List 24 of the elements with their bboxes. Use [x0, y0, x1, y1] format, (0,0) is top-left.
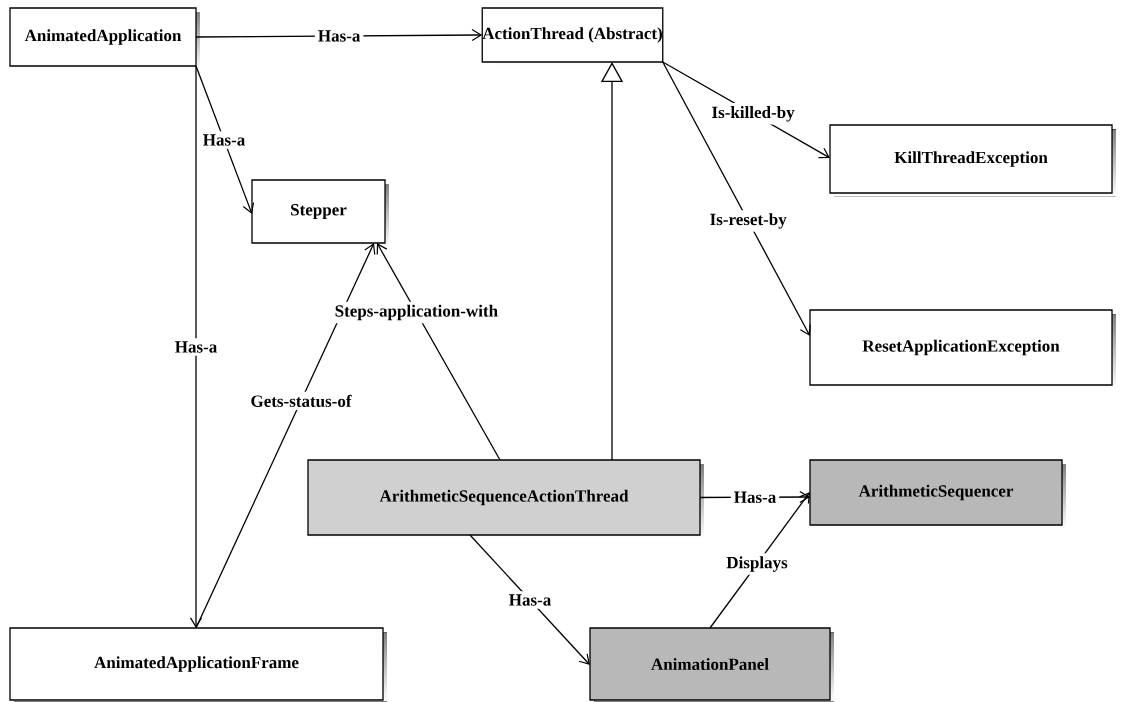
class-box: AnimatedApplication — [9, 7, 200, 70]
arrow — [376, 243, 501, 461]
edge-label: Is-killed-by — [708, 103, 798, 125]
edge-label: Steps-application-with — [331, 301, 502, 324]
edge-label: Is-reset-by — [706, 210, 790, 232]
class-box: AnimatedApplicationFrame — [9, 627, 387, 702]
class-box: Stepper — [251, 179, 389, 247]
edge-label: Has-a — [199, 131, 249, 149]
arrow — [189, 65, 203, 628]
edge-label: Gets-status-of — [247, 391, 355, 410]
edge-label: Has-a — [730, 488, 780, 506]
edge-label: Has-a — [505, 591, 555, 609]
class-box: ArithmeticSequencer — [809, 459, 1066, 529]
arrow — [195, 65, 255, 214]
class-box: AnimationPanel — [589, 627, 834, 702]
arrow — [662, 61, 811, 336]
edge-label: Displays — [723, 553, 791, 575]
arrow — [469, 534, 590, 665]
edge-label: Has-a — [314, 27, 364, 45]
edge-label: Has-a — [171, 338, 221, 356]
class-box: ArithmeticSequenceActionThread — [307, 459, 704, 539]
class-box: ResetApplicationException — [809, 309, 1116, 389]
arrow — [195, 243, 376, 629]
class-box: KillThreadException — [829, 124, 1116, 197]
